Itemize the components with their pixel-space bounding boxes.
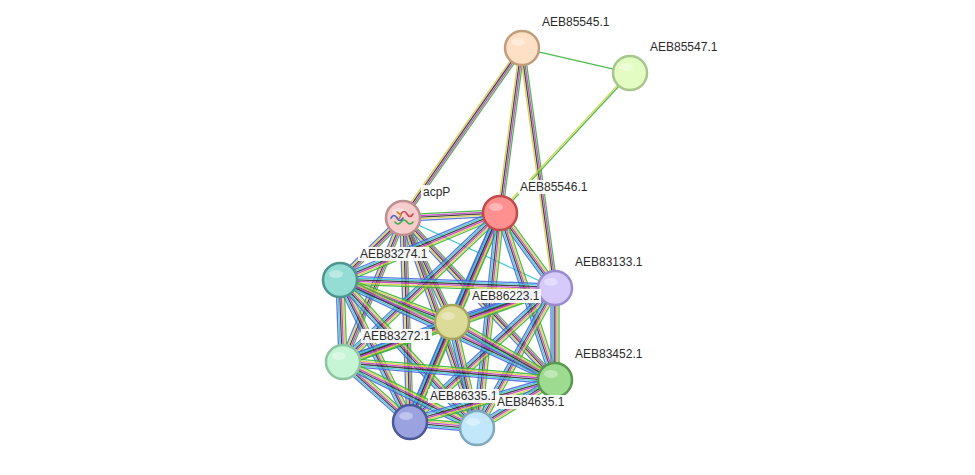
interaction-edge [354, 284, 542, 377]
evidence-line [550, 305, 551, 363]
evidence-line [412, 61, 512, 203]
node-circle [504, 30, 540, 66]
evidence-line [357, 277, 538, 284]
protein-label: AEB83452.1 [573, 347, 644, 361]
protein-label: AEB85546.1 [518, 180, 589, 194]
evidence-line [468, 328, 541, 369]
node-circle [537, 362, 573, 398]
evidence-line [466, 331, 539, 372]
evidence-line [512, 225, 547, 273]
evidence-line [512, 86, 619, 201]
protein-node: AEB86223.1 [434, 304, 470, 340]
interaction-edge [500, 65, 522, 197]
evidence-line [478, 230, 497, 411]
protein-label: acpP [421, 185, 452, 199]
protein-label: AEB83274.1 [358, 247, 429, 261]
node-circle [322, 262, 358, 298]
protein-node: acpP [385, 200, 421, 236]
evidence-line [558, 305, 559, 363]
protein-node: AEB86335.1 [392, 404, 428, 440]
protein-label: AEB85545.1 [540, 15, 611, 29]
interaction-edge [522, 65, 555, 272]
evidence-line [557, 305, 558, 363]
interaction-edge [337, 297, 347, 345]
evidence-line [552, 305, 553, 363]
evidence-line [480, 230, 499, 411]
evidence-line [358, 324, 435, 352]
protein-node: AEB85546.1 [482, 195, 518, 231]
evidence-line [554, 305, 555, 363]
protein-node: AEB83452.1 [537, 362, 573, 398]
evidence-line [358, 326, 435, 354]
protein-label: AEB83133.1 [573, 255, 644, 269]
protein-label: AEB84635.1 [495, 395, 566, 409]
protein-node: AEB85547.1 [612, 55, 648, 91]
node-circle [385, 200, 421, 236]
evidence-line [503, 65, 521, 196]
node-circle [392, 404, 428, 440]
node-circle [325, 344, 361, 380]
evidence-line [411, 61, 511, 203]
interaction-edge [511, 85, 619, 201]
protein-label: AEB83272.1 [361, 329, 432, 343]
evidence-line [476, 230, 495, 411]
evidence-line [415, 63, 515, 205]
evidence-line [475, 229, 494, 410]
evidence-line [505, 65, 523, 196]
interaction-edge [353, 370, 400, 413]
evidence-line [354, 291, 538, 377]
protein-label: AEB85547.1 [648, 40, 719, 54]
evidence-line [337, 297, 339, 345]
protein-node: AEB83274.1 [322, 262, 358, 298]
evidence-line [511, 85, 618, 200]
evidence-line [413, 62, 513, 204]
evidence-line [467, 330, 540, 371]
evidence-line [359, 327, 436, 355]
evidence-line [466, 332, 539, 373]
node-circle [537, 270, 573, 306]
protein-label: AEB86223.1 [470, 289, 541, 303]
evidence-line [522, 65, 550, 271]
protein-node: AEB83272.1 [325, 344, 361, 380]
node-circle [612, 55, 648, 91]
evidence-line [539, 52, 614, 69]
node-circle [459, 410, 495, 446]
evidence-line [359, 329, 436, 357]
interaction-edge [358, 324, 438, 360]
evidence-line [469, 327, 542, 368]
evidence-line [501, 65, 519, 196]
node-circle [434, 304, 470, 340]
protein-node: AEB83133.1 [537, 270, 573, 306]
interaction-edge [420, 211, 483, 221]
protein-label: AEB86335.1 [428, 389, 499, 403]
interaction-edge [411, 61, 514, 206]
evidence-line [357, 278, 538, 285]
protein-node: AEB85545.1 [504, 30, 540, 66]
evidence-line [360, 364, 538, 379]
evidence-line [427, 428, 460, 431]
protein-node: AEB84635.1 [459, 410, 495, 446]
evidence-line [524, 65, 552, 271]
evidence-line [555, 305, 556, 363]
evidence-line [357, 280, 538, 287]
interaction-edge [465, 327, 542, 375]
evidence-line [500, 65, 518, 196]
interaction-edge [551, 305, 559, 363]
interaction-edge [539, 52, 614, 69]
node-circle [482, 195, 518, 231]
evidence-line [525, 65, 553, 271]
interaction-edge [427, 420, 461, 431]
